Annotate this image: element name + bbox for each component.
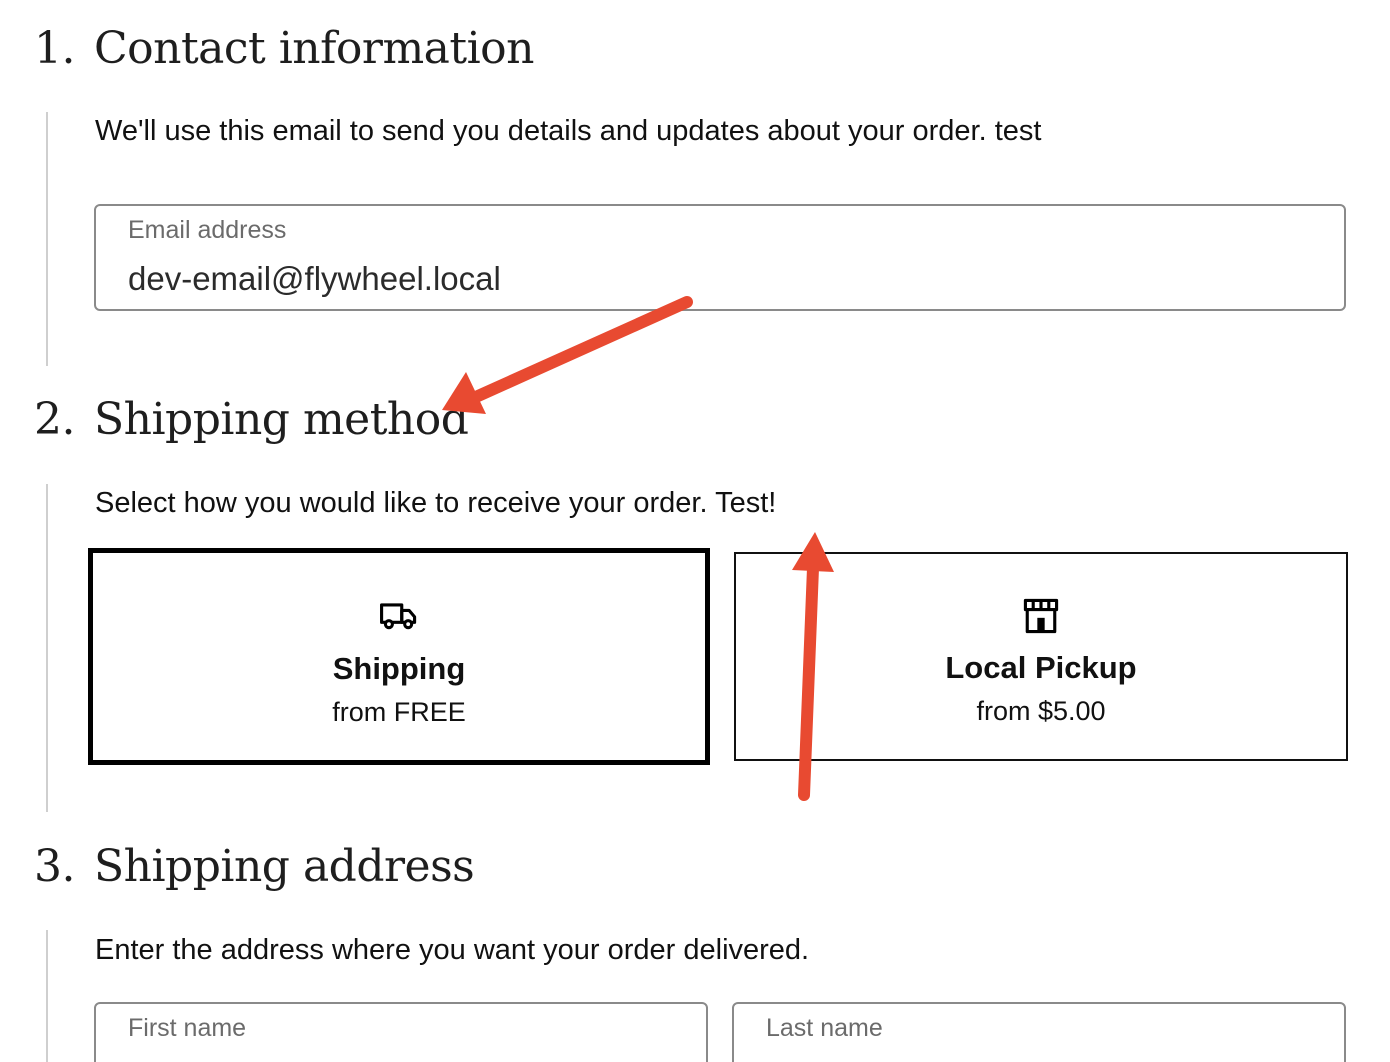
contact-step-heading: 1. Contact information [34,24,534,74]
shipping-option-card[interactable]: Shipping from FREE [88,548,710,765]
shipping-option-label: Shipping [332,651,466,686]
step-number: 1. [34,23,75,74]
step-number: 3. [34,841,75,892]
shipping-option-price: from FREE [332,697,466,727]
shipping-address-step-heading: 3. Shipping address [34,841,475,892]
step-title: Shipping address [94,841,475,892]
annotation-arrow-to-heading [442,296,693,414]
store-icon [1023,598,1059,634]
truck-icon [380,603,417,630]
local-pickup-option-label: Local Pickup [945,650,1137,685]
shipping-address-description: Enter the address where you want your or… [95,934,810,966]
last-name-label: Last name [766,1014,883,1042]
first-name-label: First name [128,1014,247,1042]
step-rail-divider [46,112,48,366]
local-pickup-option-card[interactable]: Local Pickup from $5.00 [734,552,1348,761]
first-name-field[interactable]: First name [94,1002,708,1062]
local-pickup-option-price: from $5.00 [976,696,1106,726]
last-name-field[interactable]: Last name [732,1002,1346,1062]
email-field[interactable]: Email address [94,204,1346,311]
step-number: 2. [34,394,75,445]
step-title: Shipping method [94,394,469,445]
shipping-method-step-heading: 2. Shipping method [34,394,469,445]
shipping-method-description: Select how you would like to receive you… [95,487,777,519]
email-field-label: Email address [128,216,287,244]
step-title: Contact information [94,23,534,74]
step-rail-divider [46,484,48,812]
step-rail-divider [46,930,48,1062]
contact-description: We'll use this email to send you details… [95,115,1042,147]
email-input[interactable] [128,260,1278,298]
